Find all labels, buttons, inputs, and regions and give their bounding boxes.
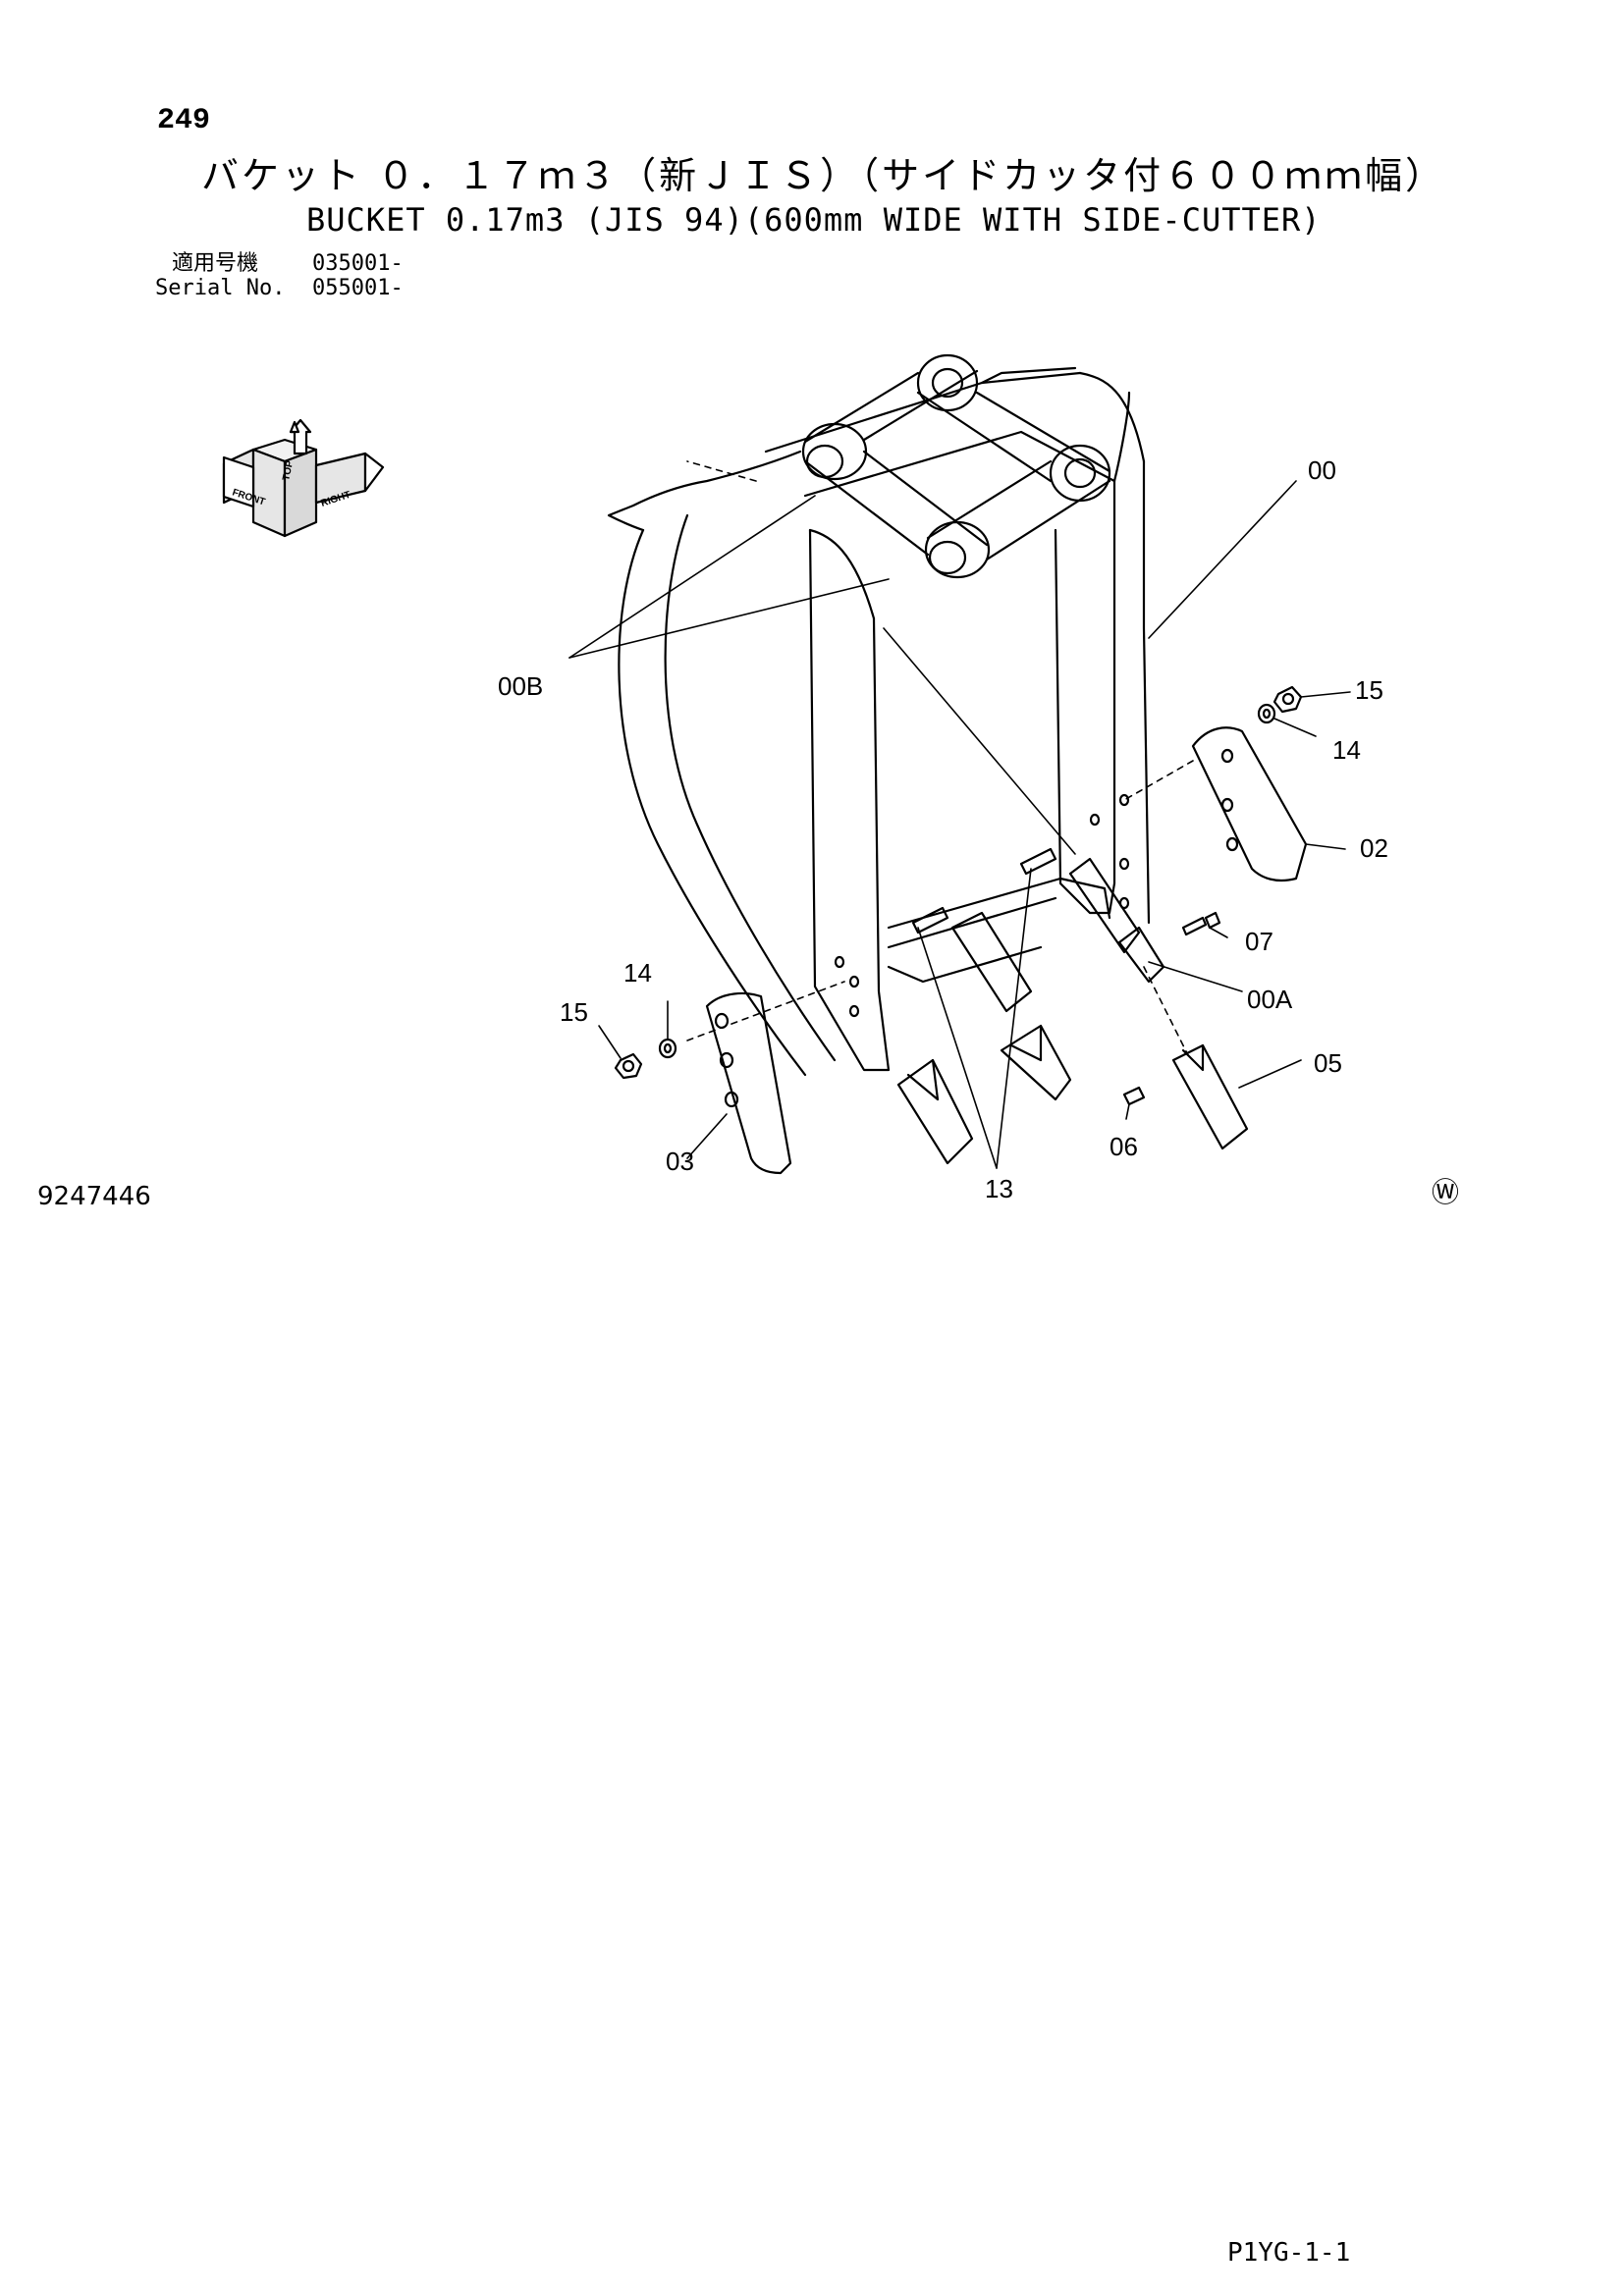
callout-labels: 00 00B 15 14 02 07 00A 05 06 13 03 14 15 xyxy=(498,455,1388,1203)
page-number: 249 xyxy=(157,104,211,137)
orientation-cube-icon: TOP FRONT RIGHT xyxy=(222,418,385,538)
callout-15-right: 15 xyxy=(1355,675,1383,705)
drawing-number: 9247446 xyxy=(37,1182,151,1211)
bucket-body xyxy=(607,353,1151,1077)
bucket-teeth xyxy=(896,857,1165,1165)
callout-14-left: 14 xyxy=(623,958,652,988)
callout-13: 13 xyxy=(985,1174,1013,1203)
page-code: P1YG-1-1 xyxy=(1227,2238,1351,2268)
hidden-lines xyxy=(686,460,1194,1056)
callout-02: 02 xyxy=(1360,833,1388,863)
title-english: BUCKET 0.17m3 (JIS 94)(600mm WIDE WITH S… xyxy=(306,201,1322,239)
serial-value-japanese: 035001- xyxy=(312,251,404,276)
nut-washer-right xyxy=(1257,685,1303,724)
callout-15-left: 15 xyxy=(560,997,588,1027)
bucket-exploded-diagram: TOP FRONT RIGHT xyxy=(222,353,1388,1203)
orientation-top-label: TOP xyxy=(281,459,296,482)
callout-06: 06 xyxy=(1110,1132,1138,1161)
side-cutter-right xyxy=(1191,726,1308,882)
serial-label-english: Serial No. xyxy=(155,276,286,300)
title-japanese: バケット ０．１７ｍ３（新ＪＩＳ）（サイドカッタ付６００ｍｍ幅） xyxy=(201,154,1446,197)
tooth-detached xyxy=(1171,1043,1249,1150)
serial-label-japanese: 適用号機 xyxy=(172,251,259,276)
nut-washer-left xyxy=(614,1038,677,1080)
callout-00: 00 xyxy=(1308,455,1336,485)
serial-value-english: 055001- xyxy=(312,276,404,300)
callout-00A: 00A xyxy=(1247,985,1293,1014)
callout-03: 03 xyxy=(666,1147,694,1176)
callout-07: 07 xyxy=(1245,927,1273,956)
leader-lines xyxy=(568,480,1351,1169)
watermark-symbol: Ⓦ xyxy=(1432,1176,1460,1208)
side-cutter-left xyxy=(705,991,792,1175)
callout-00B: 00B xyxy=(498,671,543,701)
callout-14-right: 14 xyxy=(1332,735,1361,765)
callout-05: 05 xyxy=(1314,1048,1342,1078)
pins xyxy=(911,847,1221,1106)
